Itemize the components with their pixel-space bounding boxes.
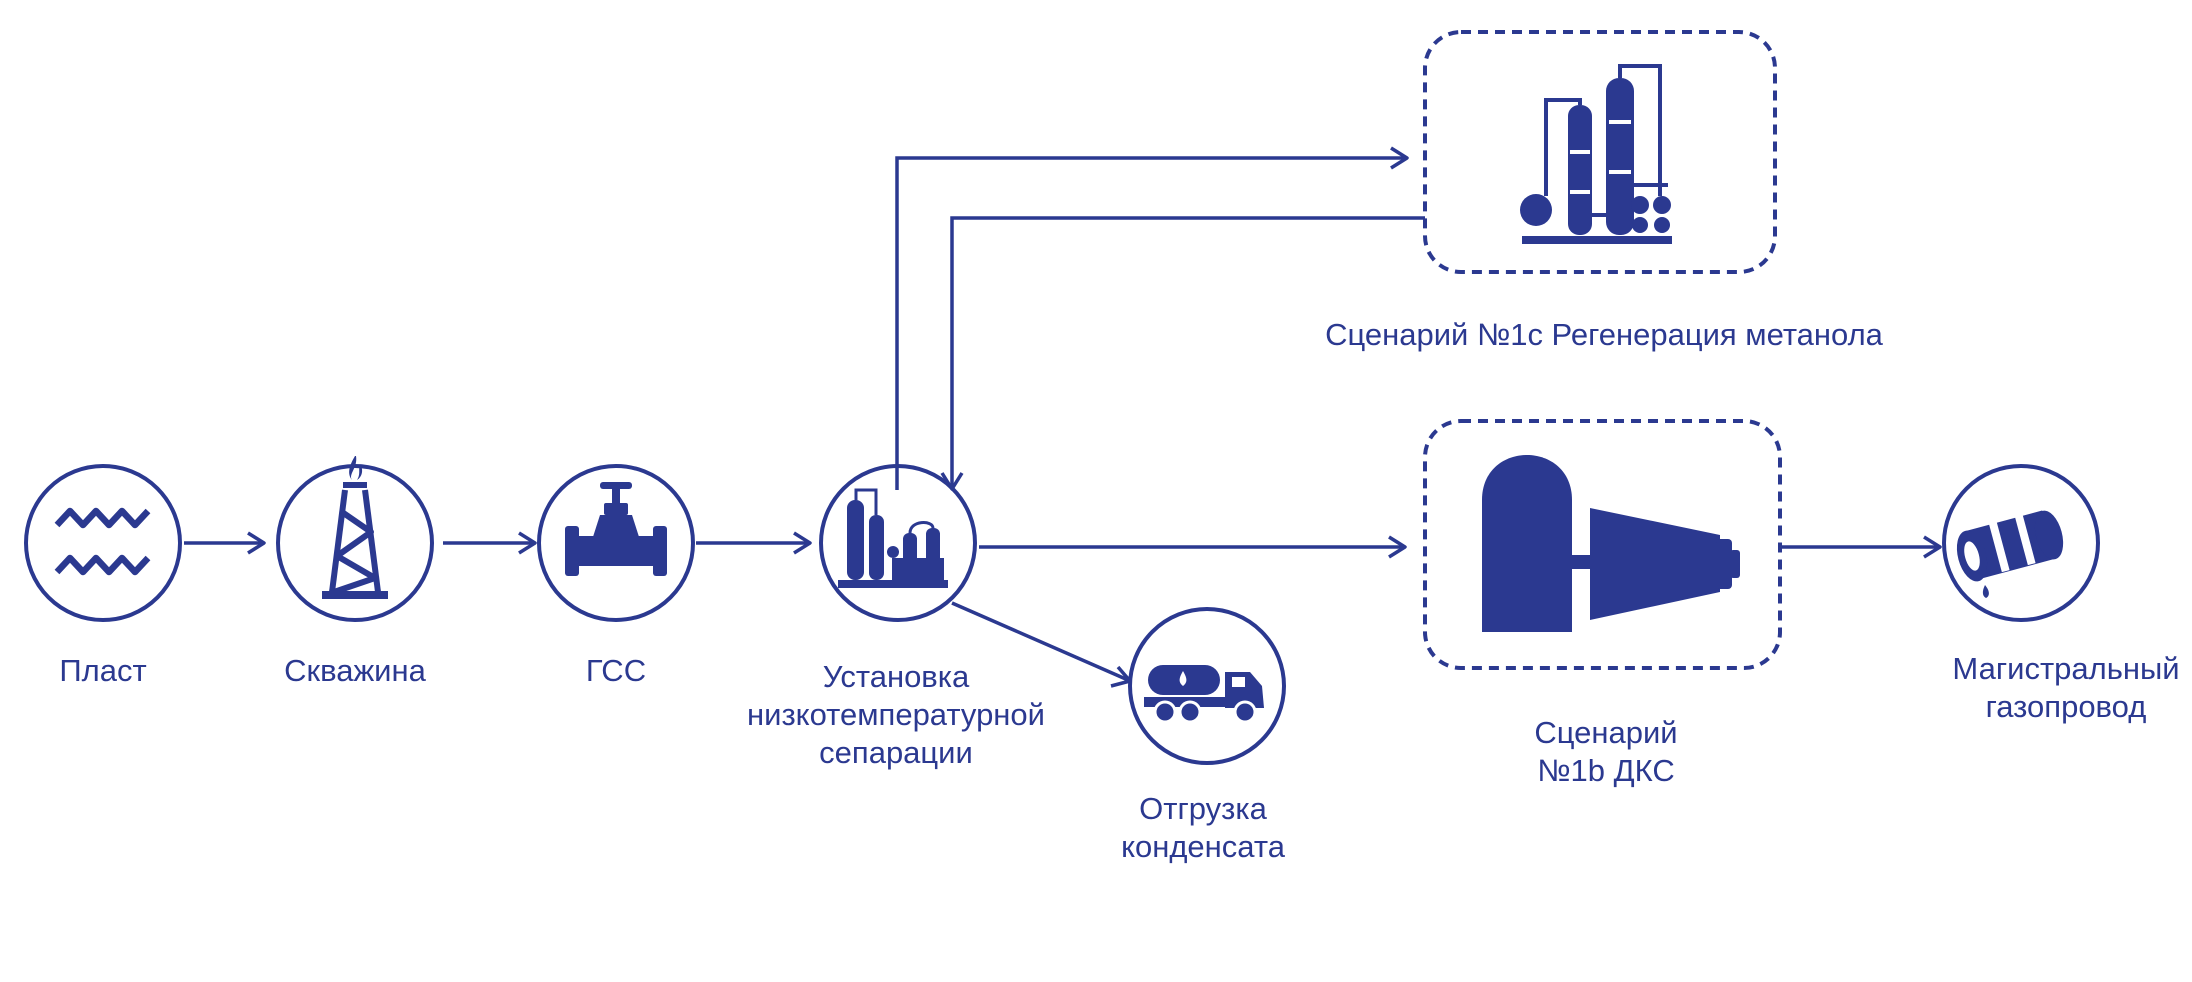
plast-node	[24, 464, 182, 622]
lts-label-line-3: сепарации	[819, 735, 973, 770]
methanol-label: Сценарий №1с Регенерация метанола	[1325, 317, 1883, 352]
pipeline-label: Магистральный газопровод	[1952, 650, 2179, 726]
derrick-icon	[322, 456, 388, 599]
condensate-label: Отгрузка конденсата	[1121, 790, 1285, 866]
plant-icon-pipes	[854, 488, 935, 534]
pipe-icon	[1956, 510, 2064, 598]
pipeline-label-line-1: Магистральный	[1952, 651, 2180, 686]
arrow-lts-to-dks	[979, 535, 1407, 559]
compressor-icon	[1482, 455, 1740, 632]
pipeline-node	[1942, 464, 2100, 622]
tanker-truck-icon	[1144, 665, 1264, 724]
dks-label-line-1: Сценарий	[1534, 715, 1678, 750]
lts-label: Установка низкотемпературной сепарации	[747, 658, 1045, 772]
condensate-label-line-2: конденсата	[1121, 829, 1285, 864]
gss-node	[537, 464, 695, 622]
arrow-lts-to-methanol	[895, 146, 1409, 490]
condensate-node	[1128, 607, 1286, 765]
methanol-scenario-box	[1423, 30, 1777, 274]
lts-label-line-2: низкотемпературной	[747, 697, 1045, 732]
waves-icon	[54, 507, 151, 576]
valve-icon	[565, 482, 667, 576]
arrow-gss-to-lts	[696, 531, 812, 555]
arrow-dks-to-pipeline	[1781, 535, 1942, 559]
lts-node	[819, 464, 977, 622]
dks-label: Сценарий №1b ДКС	[1534, 714, 1677, 790]
condensate-label-line-1: Отгрузка	[1139, 791, 1267, 826]
plast-label: Пласт	[59, 653, 147, 688]
gss-label: ГСС	[585, 653, 647, 688]
well-label: Скважина	[284, 653, 426, 688]
dks-scenario-box	[1423, 419, 1782, 670]
plant-icon	[838, 500, 948, 588]
lts-label-line-1: Установка	[822, 659, 970, 694]
arrow-plast-to-well	[184, 531, 266, 555]
arrow-well-to-gss	[443, 531, 537, 555]
pipeline-label-line-2: газопровод	[1985, 689, 2147, 724]
dks-label-line-2: №1b ДКС	[1537, 753, 1675, 788]
distillation-columns-icon	[1520, 64, 1672, 244]
